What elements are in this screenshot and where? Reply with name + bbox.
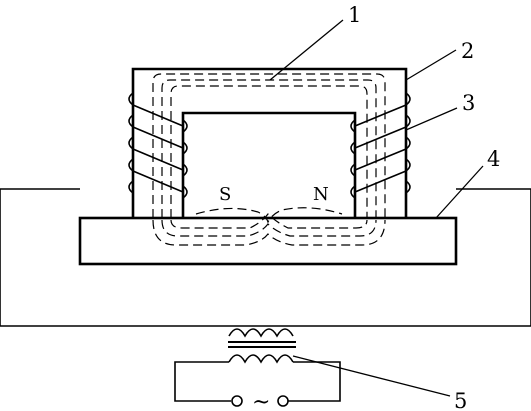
terminal-right xyxy=(277,395,289,407)
label-4-plate: 4 xyxy=(487,147,500,171)
terminal-left xyxy=(231,395,243,407)
magnet-yoke-outer xyxy=(131,67,408,218)
magnet-yoke-inner xyxy=(181,111,357,218)
south-pole-label: S xyxy=(219,184,231,205)
label-1-flux: 1 xyxy=(348,3,361,27)
label-3-coil: 3 xyxy=(462,91,475,115)
label-2-yoke: 2 xyxy=(461,39,474,63)
left-coil xyxy=(128,92,188,199)
outer-circuit-loop xyxy=(0,188,531,327)
label-5-transformer: 5 xyxy=(454,389,467,411)
north-pole-label: N xyxy=(313,184,329,205)
base-plate xyxy=(78,216,458,266)
leader-lines xyxy=(269,19,484,397)
flux-lines xyxy=(152,73,386,246)
right-coil xyxy=(350,92,411,199)
transformer xyxy=(228,328,296,364)
ac-source-symbol: ~ xyxy=(252,390,270,411)
